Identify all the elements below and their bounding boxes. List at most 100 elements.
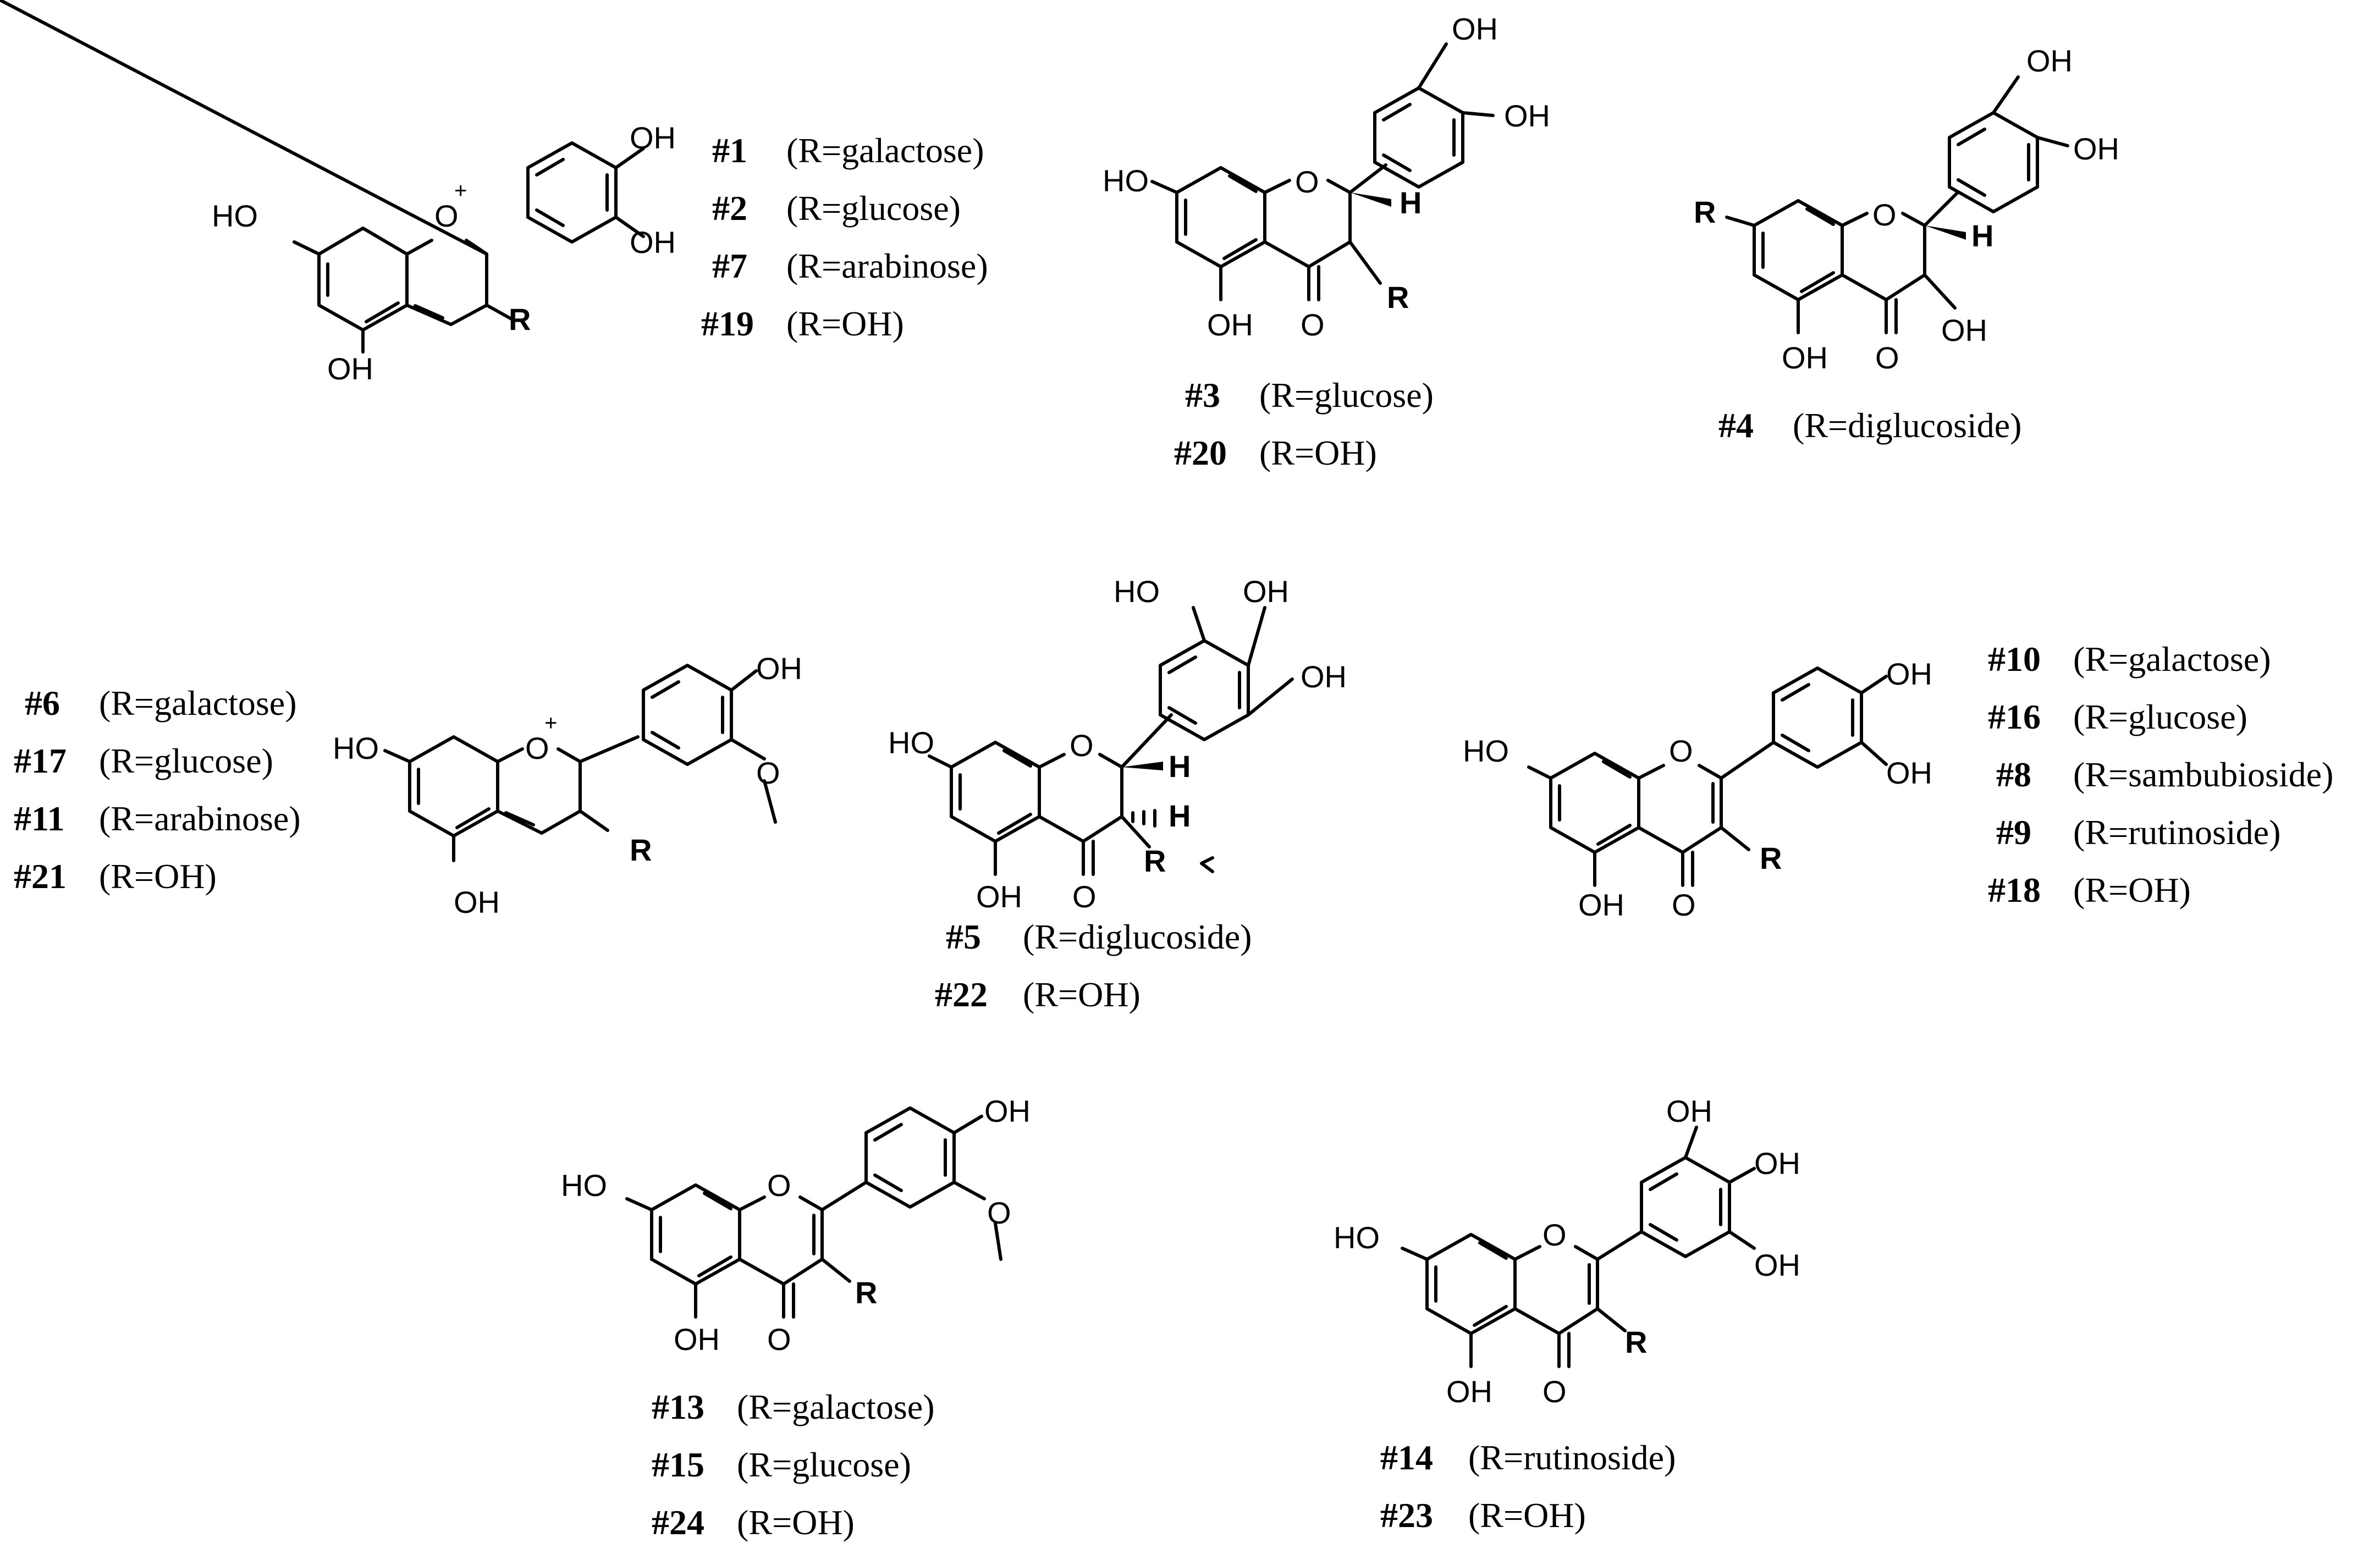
atom-oh: OH: [630, 120, 676, 155]
structure-3: R O H OH OH OH O OH #4 (R=diglucoside): [1694, 43, 2119, 445]
compound-substituent: (R=OH): [2073, 870, 2191, 910]
atom-o: O: [1542, 1374, 1567, 1409]
compound-number: #18: [1988, 870, 2041, 910]
atom-oh: OH: [976, 879, 1022, 914]
atom-o: O: [1295, 164, 1319, 199]
skeleton-8: [1401, 1126, 1756, 1368]
atom-ho: HO: [1103, 163, 1149, 198]
atom-oh: OH: [327, 351, 373, 386]
compound-label: #10 (R=galactose): [1988, 640, 2271, 679]
compound-substituent: (R=sambubioside): [2073, 755, 2333, 794]
atom-o: O: [756, 756, 780, 790]
atom-ho: HO: [212, 199, 258, 233]
atom-oh: OH: [756, 651, 802, 686]
atom-oh: OH: [1446, 1374, 1492, 1409]
atom-o: O: [1875, 340, 1899, 375]
compound-substituent: (R=diglucoside): [1023, 917, 1252, 956]
compound-number: #17: [14, 741, 67, 780]
compound-number: #7: [712, 246, 747, 285]
compound-number: #8: [1996, 755, 2031, 794]
compound-substituent: (R=OH): [786, 304, 904, 343]
atom-oh: OH: [1754, 1248, 1800, 1282]
skeleton-2: [1150, 42, 1495, 301]
atom-oh: OH: [630, 225, 676, 260]
atom-oh: OH: [1301, 659, 1347, 694]
compound-number: #24: [652, 1503, 704, 1542]
atom-ho: HO: [1334, 1220, 1380, 1255]
label-group-6: #10 (R=galactose) #16 (R=glucose) #8 (R=…: [1988, 640, 2333, 910]
structure-6: HO O OH OH R O OH #10 (R=galactose) #16 …: [1463, 640, 2333, 922]
compound-number: #9: [1996, 813, 2031, 852]
atom-oh: OH: [1886, 657, 1932, 691]
atom-o: O: [1301, 307, 1325, 342]
atom-oh: OH: [2026, 43, 2073, 78]
hashed-bond: [1131, 809, 1156, 828]
wedge-bond: [1350, 192, 1391, 207]
compound-label: #6 (R=galactose): [25, 684, 297, 723]
compound-label: #16 (R=glucose): [1988, 697, 2247, 736]
structure-5: HO O H H HO OH OH R O OH #5 (R=diglucosi…: [888, 574, 1347, 1014]
compound-substituent: (R=diglucoside): [1793, 406, 2021, 445]
compound-number: #5: [946, 917, 981, 956]
compound-number: #6: [25, 684, 60, 723]
atom-o: O: [767, 1168, 791, 1203]
compound-number: #11: [14, 799, 64, 838]
compound-label: #13 (R=galactose): [652, 1387, 935, 1426]
compound-substituent: (R=rutinoside): [1468, 1438, 1676, 1477]
compound-label: #11 (R=arabinose): [14, 799, 301, 838]
compound-substituent: (R=galactose): [786, 131, 984, 170]
atom-o: O: [434, 199, 459, 233]
atom-oh: OH: [2073, 131, 2119, 166]
atom-o: O: [987, 1195, 1011, 1230]
compound-number: #22: [935, 975, 988, 1014]
atom-o: O: [1672, 888, 1696, 922]
atom-o: O: [1072, 879, 1097, 914]
atom-oh: OH: [1452, 12, 1498, 46]
compound-number: #10: [1988, 640, 2041, 679]
compound-label: #19 (R=OH): [701, 304, 904, 343]
atom-plus: +: [454, 179, 467, 203]
compound-number: #23: [1380, 1496, 1433, 1535]
label-group-8: #14 (R=rutinoside) #23 (R=OH): [1380, 1438, 1676, 1535]
skeleton-3: [1725, 75, 2069, 334]
atom-ho: HO: [1463, 734, 1509, 768]
atom-r: R: [509, 302, 531, 337]
compound-label: #9 (R=rutinoside): [1996, 813, 2280, 852]
compound-label: #7 (R=arabinose): [712, 246, 988, 285]
compound-substituent: (R=glucose): [99, 741, 273, 780]
compound-label: #8 (R=sambubioside): [1996, 755, 2333, 794]
compound-label: #22 (R=OH): [935, 975, 1141, 1014]
atom-h: H: [1400, 185, 1422, 220]
compound-substituent: (R=glucose): [737, 1445, 911, 1484]
atom-o: O: [767, 1322, 791, 1357]
compound-substituent: (R=arabinose): [786, 246, 988, 285]
atom-oh: OH: [1243, 574, 1289, 609]
compound-substituent: (R=OH): [1468, 1496, 1586, 1535]
label-group-5: #5 (R=diglucoside) #22 (R=OH): [935, 917, 1252, 1014]
compound-number: #19: [701, 304, 754, 343]
structure-1: HO O + OH OH R OH #1 (R=galactose) #2 (R…: [0, 0, 988, 386]
label-group-7: #13 (R=galactose) #15 (R=glucose) #24 (R…: [652, 1387, 935, 1542]
skeleton-4: [383, 664, 777, 862]
atom-oh: OH: [1782, 340, 1828, 375]
compound-number: #21: [14, 857, 67, 896]
compound-label: #18 (R=OH): [1988, 870, 2191, 910]
atom-ho: HO: [333, 731, 379, 765]
atom-ho: HO: [888, 725, 934, 760]
atom-h: H: [1971, 218, 1993, 253]
label-group-4: #6 (R=galactose) #17 (R=glucose) #11 (R=…: [14, 684, 301, 896]
skeleton-1: [0, 0, 645, 354]
compound-substituent: (R=glucose): [786, 189, 961, 228]
atom-oh: OH: [1504, 98, 1550, 133]
compound-label: #14 (R=rutinoside): [1380, 1438, 1676, 1477]
atom-plus: +: [544, 711, 557, 735]
compound-label: #15 (R=glucose): [652, 1445, 911, 1484]
structure-7: HO O OH O R O OH #13 (R=galactose) #15 (…: [561, 1094, 1031, 1542]
compound-label: #17 (R=glucose): [14, 741, 273, 780]
compound-substituent: (R=galactose): [99, 684, 297, 723]
compound-substituent: (R=glucose): [2073, 697, 2247, 736]
atom-r: R: [630, 833, 652, 867]
atom-o: O: [1669, 734, 1693, 768]
atom-o: O: [525, 731, 549, 765]
